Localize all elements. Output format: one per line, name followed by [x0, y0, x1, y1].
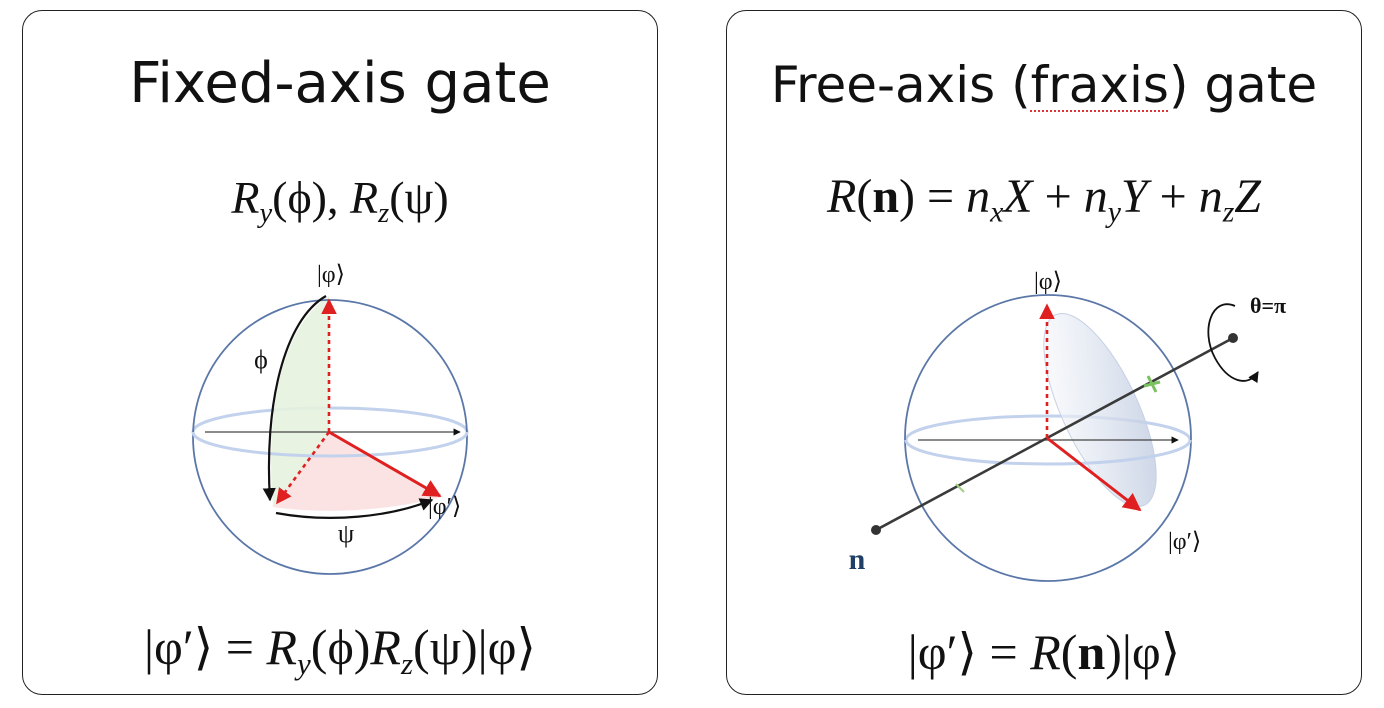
axis-endpoint-dot	[871, 525, 881, 535]
axis-n-label: n	[849, 543, 866, 576]
fixed-axis-title: Fixed-axis gate	[129, 51, 551, 116]
fixed-axis-bloch-sphere: |φ⟩ ϕ ψ |φ′⟩	[191, 262, 469, 575]
intermediate-state-vector	[275, 431, 331, 505]
phi-rotation-arc	[262, 295, 327, 502]
psi-rotation-arc	[275, 498, 434, 519]
free-axis-state-equation: |φ′⟩ = R(n)|φ⟩	[907, 624, 1181, 680]
fixed-axis-gate-formula: Ry(ϕ), Rz(ψ)	[231, 172, 449, 230]
equator-front	[904, 439, 1192, 466]
rotation-angle-label: θ=π	[1250, 293, 1286, 318]
ket-phi-prime-label: |φ′⟩	[428, 494, 461, 520]
axis-tick	[955, 483, 965, 493]
equator-back	[904, 414, 1192, 441]
free-axis-bloch-sphere: |φ⟩ θ=π |φ′⟩ n	[849, 269, 1286, 582]
ket-phi-prime-label: |φ′⟩	[1168, 529, 1201, 555]
rotation-loop-arrow	[1207, 303, 1259, 384]
sphere-outline	[904, 294, 1192, 582]
fixed-axis-panel: Fixed-axis gate Ry(ϕ), Rz(ψ) |φ′⟩ = Ry(ϕ…	[22, 10, 658, 695]
axis-tick	[1143, 380, 1161, 388]
axis-endpoint-dot	[1228, 333, 1238, 343]
final-state-vector	[328, 430, 442, 498]
ket-phi-top-label: |φ⟩	[317, 262, 345, 288]
ket-phi-top-label: |φ⟩	[1034, 269, 1062, 295]
final-state-vector	[1046, 436, 1142, 512]
psi-angle-label: ψ	[338, 519, 354, 548]
equator-back	[191, 406, 469, 433]
equator-front	[191, 431, 469, 458]
fixed-axis-state-equation: |φ′⟩ = Ry(ϕ)Rz(ψ)|φ⟩	[143, 619, 537, 681]
free-axis-gate-formula: R(n) = nxX + nyY + nzZ	[827, 170, 1261, 229]
rotation-axis-line	[875, 336, 1234, 532]
phi-angle-label: ϕ	[254, 345, 268, 374]
free-axis-title: Free-axis (fraxis) gate	[770, 56, 1318, 114]
